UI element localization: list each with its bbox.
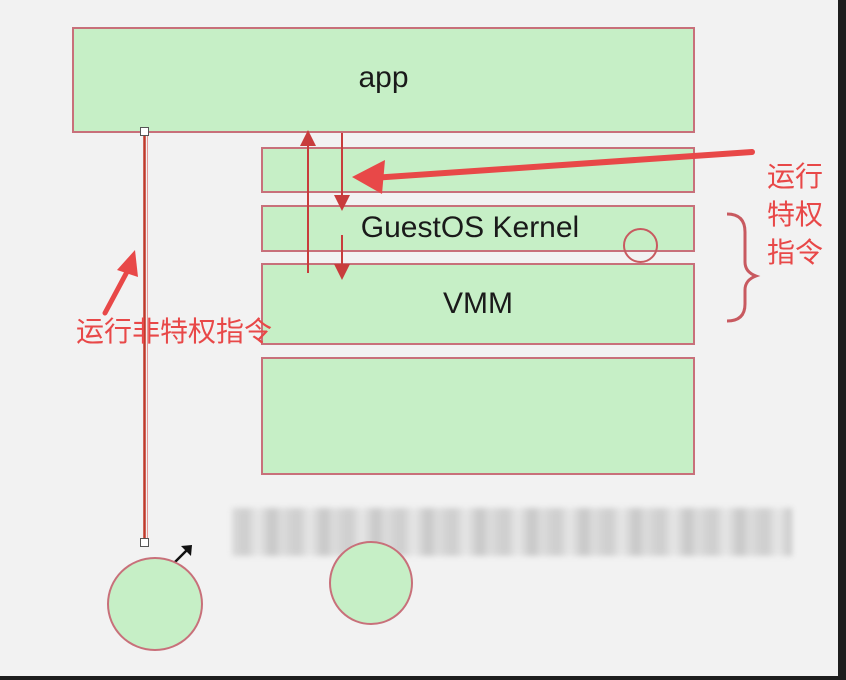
app-layer-box[interactable]: app xyxy=(72,27,695,133)
connector-end-handle[interactable] xyxy=(140,538,149,547)
nonprivileged-instruction-label: 运行非特权指令 xyxy=(76,315,273,348)
window-edge-bottom xyxy=(0,676,846,680)
privileged-instruction-label: 运行特权指令 xyxy=(767,160,824,269)
connector-start-handle[interactable] xyxy=(140,127,149,136)
bottom-layer-box[interactable] xyxy=(261,357,695,475)
blurred-watermark xyxy=(232,508,792,556)
small-circle-marker[interactable] xyxy=(623,228,658,263)
app-layer-label: app xyxy=(358,61,409,94)
curly-brace xyxy=(726,212,761,323)
vmm-label: VMM xyxy=(443,287,513,320)
privileged-annotation-arrow-shaft xyxy=(369,149,755,181)
guestos-kernel-label: GuestOS Kernel xyxy=(360,210,580,244)
vmm-box[interactable]: VMM xyxy=(261,263,695,345)
nonprivileged-annotation-arrow-shaft xyxy=(102,267,131,316)
left-circle-shape[interactable] xyxy=(107,557,203,651)
guestos-kernel-box[interactable]: GuestOS Kernel xyxy=(261,205,695,252)
privileged-annotation-arrow-head xyxy=(352,160,385,194)
nonprivileged-annotation-arrow-head xyxy=(117,250,138,277)
middle-circle-shape[interactable] xyxy=(329,541,413,625)
window-edge-right xyxy=(838,0,846,680)
